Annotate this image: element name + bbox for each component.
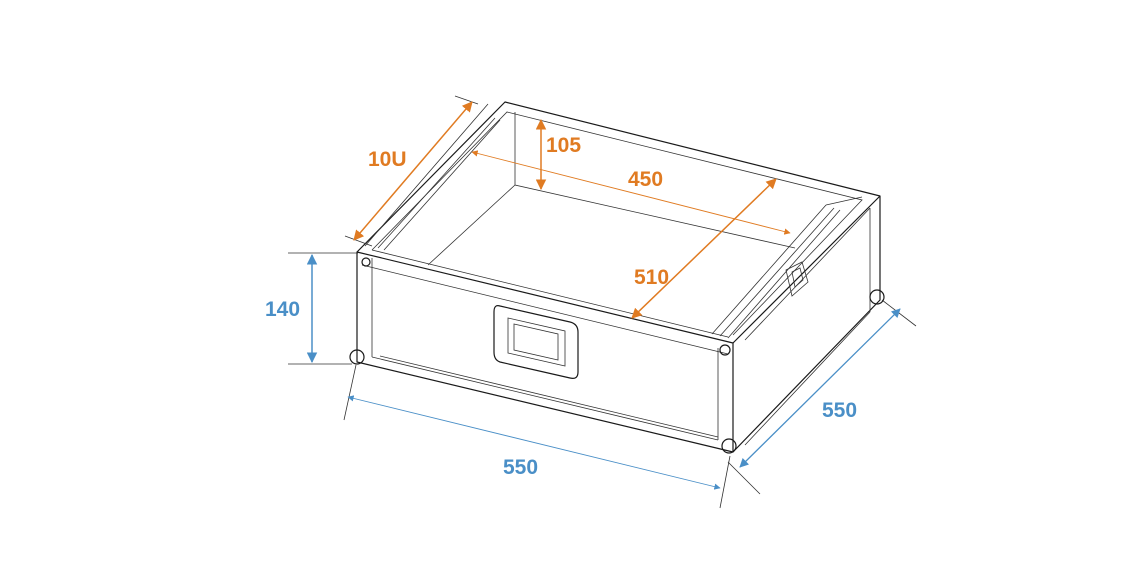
outer-dimensions: 140 550 550 [265, 252, 917, 509]
outer-height-label: 140 [265, 298, 300, 321]
inner-width-arrow [471, 150, 791, 235]
inner-dimensions: 10U 105 450 510 [344, 95, 791, 319]
handle [493, 305, 579, 379]
inner-depth-arrow [631, 178, 777, 319]
outer-width-arrow [347, 395, 721, 490]
outer-width-label: 550 [503, 456, 538, 479]
outer-depth-arrow [739, 308, 901, 468]
rack-units-label: 10U [368, 148, 407, 171]
corner-ball [349, 257, 885, 454]
rack-units-arrow [353, 101, 473, 241]
latch [785, 261, 809, 297]
inner-width-label: 450 [628, 168, 663, 191]
inner-height-label: 105 [546, 134, 581, 157]
inner-depth-label: 510 [634, 266, 669, 289]
case-outline [349, 101, 885, 454]
outer-depth-label: 550 [822, 399, 857, 422]
